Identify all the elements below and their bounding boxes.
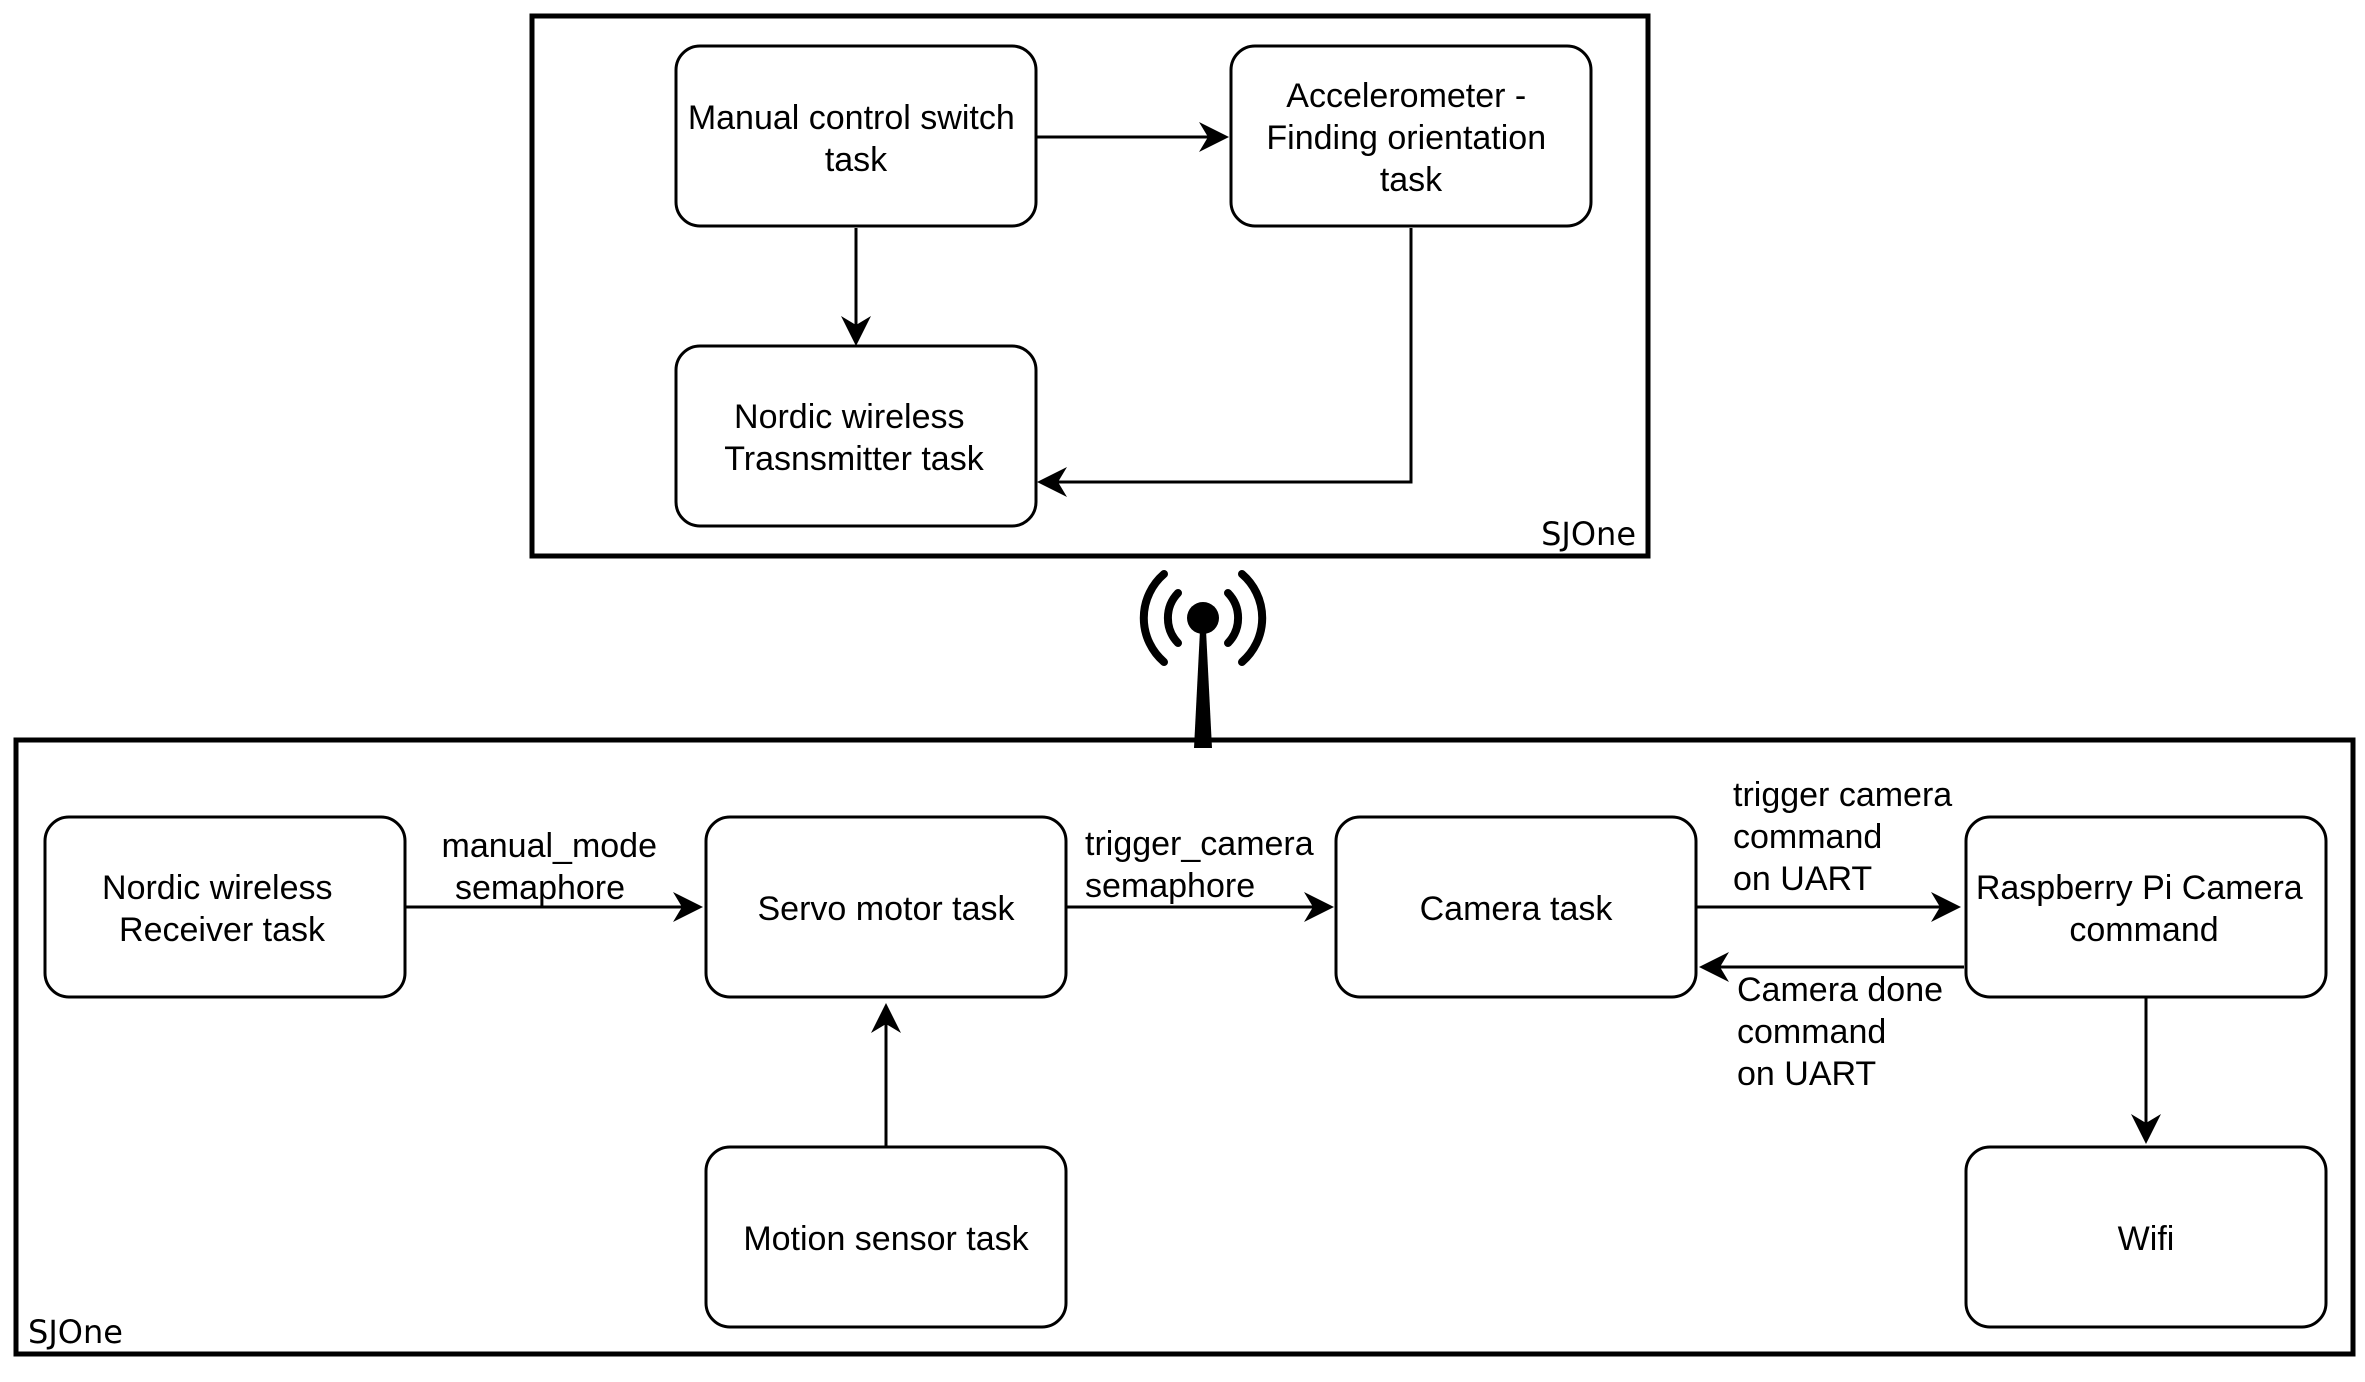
node-wifi: Wifi bbox=[1964, 1145, 2328, 1329]
svg-text:Nordic wireless Trasnsmi: Nordic wireless Trasnsmitter task bbox=[724, 398, 984, 478]
label-trigger-camera-semaphore: trigger_camera semaphore bbox=[1085, 825, 1323, 905]
node-raspberry-pi-camera-command: Raspberry Pi Camera command bbox=[1964, 815, 2328, 999]
label-camera-done-command-uart: Camera done command on UART bbox=[1737, 971, 1952, 1093]
svg-text:Nordic wireless Receiver: Nordic wireless Receiver task bbox=[102, 869, 342, 949]
node-nordic-wireless-receiver-task: Nordic wireless Receiver task bbox=[43, 815, 407, 999]
wireless-antenna-icon bbox=[1139, 570, 1267, 748]
svg-text:Servo motor task: Servo motor task bbox=[758, 890, 1016, 928]
node-accelerometer-task: Accelerometer - Finding orientation task bbox=[1229, 44, 1593, 228]
svg-text:Wifi: Wifi bbox=[2118, 1220, 2175, 1258]
node-nordic-wireless-transmitter-task: Nordic wireless Trasnsmitter task bbox=[674, 344, 1038, 528]
node-manual-control-switch-task: Manual control switch task bbox=[674, 44, 1038, 228]
node-servo-motor-task: Servo motor task bbox=[704, 815, 1068, 999]
svg-text:Manual control switch ta: Manual control switch task bbox=[688, 99, 1024, 179]
svg-text:Accelerometer - Finding: Accelerometer - Finding orientation task bbox=[1266, 77, 1555, 199]
edge-accelerometer-to-transmitter bbox=[1037, 228, 1413, 497]
transmitter-board-label: SJOne bbox=[1541, 515, 1636, 553]
node-camera-task: Camera task bbox=[1334, 815, 1698, 999]
svg-text:Motion sensor task: Motion sensor task bbox=[743, 1220, 1029, 1258]
node-motion-sensor-task: Motion sensor task bbox=[704, 1145, 1068, 1329]
svg-text:Raspberry Pi Camera comm: Raspberry Pi Camera command bbox=[1976, 869, 2312, 949]
label-manual-mode-semaphore: manual_mode semaphore bbox=[442, 827, 667, 907]
svg-text:Camera task: Camera task bbox=[1420, 890, 1614, 928]
label-trigger-camera-command-uart: trigger camera command on UART bbox=[1733, 776, 1962, 898]
receiver-board-label: SJOne bbox=[28, 1313, 123, 1351]
